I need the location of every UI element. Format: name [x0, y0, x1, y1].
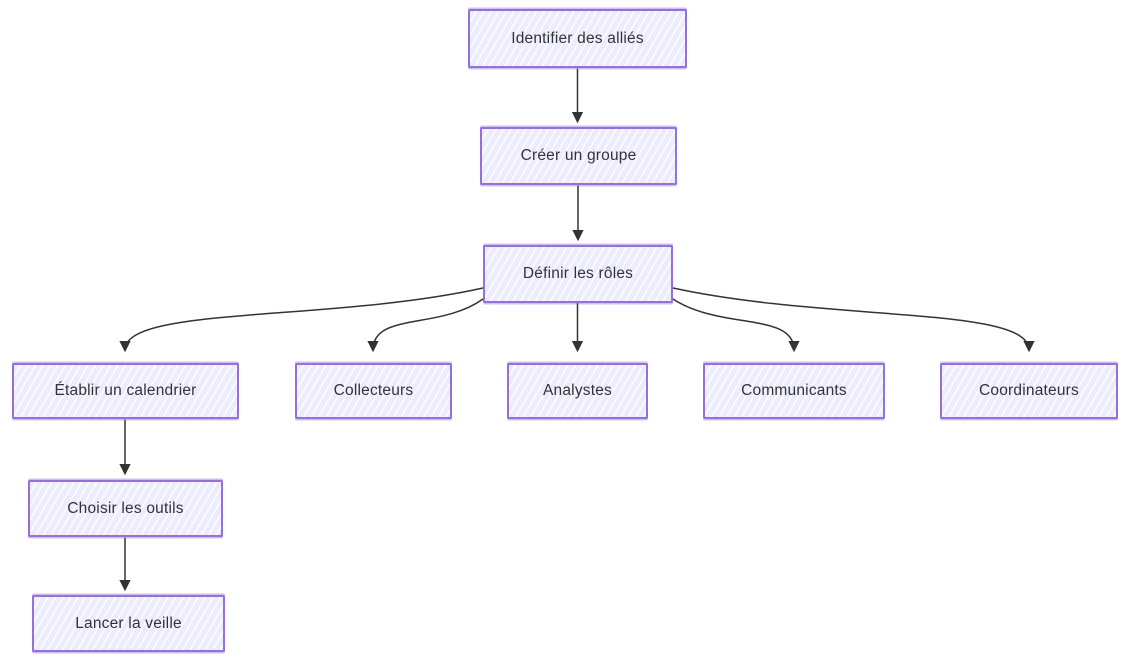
node-etablir-un-calendrier: Établir un calendrier	[12, 363, 239, 419]
node-analystes: Analystes	[507, 363, 648, 419]
node-communicants: Communicants	[703, 363, 885, 419]
edge-definir-etablir	[119, 287, 484, 353]
node-coordinateurs: Coordinateurs	[940, 363, 1118, 419]
node-definir-les-roles: Définir les rôles	[483, 245, 673, 303]
edge-definir-collecteurs	[367, 298, 484, 353]
node-creer-un-groupe: Créer un groupe	[480, 127, 677, 185]
node-choisir-les-outils: Choisir les outils	[28, 480, 223, 537]
edge-definir-communicants	[672, 298, 800, 353]
node-lancer-la-veille: Lancer la veille	[32, 595, 225, 652]
node-identifier-des-allies: Identifier des alliés	[468, 9, 687, 68]
edge-definir-coordinateurs	[672, 287, 1035, 353]
node-collecteurs: Collecteurs	[295, 363, 452, 419]
